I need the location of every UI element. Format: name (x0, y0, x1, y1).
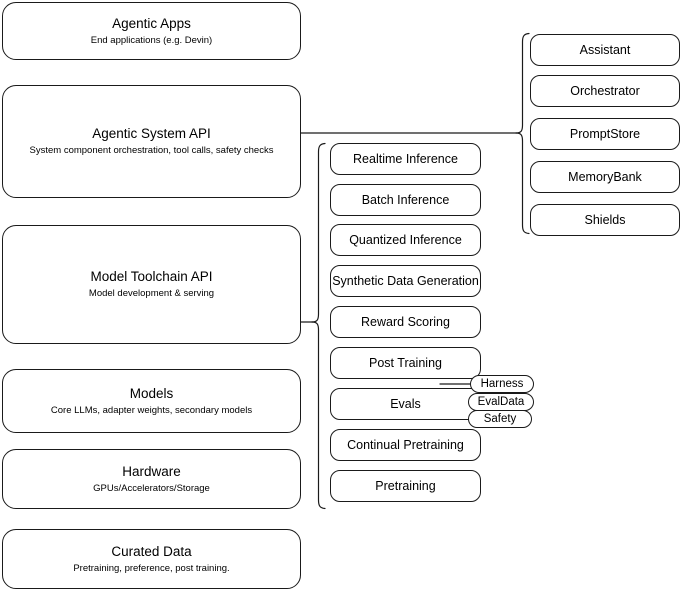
toolchain-item-quantized-inference[interactable]: Quantized Inference (330, 224, 481, 256)
system-item-orchestrator[interactable]: Orchestrator (530, 75, 680, 107)
layer-subtitle: Pretraining, preference, post training. (73, 562, 230, 574)
layer-subtitle: GPUs/Accelerators/Storage (93, 482, 210, 494)
eval-tag-safety[interactable]: Safety (468, 410, 532, 428)
system-item-assistant[interactable]: Assistant (530, 34, 680, 66)
eval-tag-label: Safety (483, 412, 517, 425)
toolchain-item-label: Batch Inference (361, 193, 450, 207)
system-item-shields[interactable]: Shields (530, 204, 680, 236)
layer-box-models[interactable]: Models Core LLMs, adapter weights, secon… (2, 369, 301, 433)
toolchain-item-label: Pretraining (375, 479, 436, 493)
toolchain-item-label: Realtime Inference (353, 152, 458, 166)
eval-tag-label: EvalData (477, 395, 525, 408)
toolchain-item-batch-inference[interactable]: Batch Inference (330, 184, 481, 216)
layer-title: Models (129, 385, 174, 401)
toolchain-item-label: Quantized Inference (349, 233, 462, 247)
layer-box-model-toolchain-api[interactable]: Model Toolchain API Model development & … (2, 225, 301, 344)
toolchain-item-post-training[interactable]: Post Training (330, 347, 481, 379)
layer-title: Hardware (122, 463, 181, 479)
layer-subtitle: End applications (e.g. Devin) (90, 34, 213, 46)
toolchain-item-label: Synthetic Data Generation (332, 274, 479, 288)
layer-subtitle: System component orchestration, tool cal… (29, 145, 274, 156)
toolchain-item-continual-pretraining[interactable]: Continual Pretraining (330, 429, 481, 461)
toolchain-item-label: Continual Pretraining (347, 438, 464, 452)
system-item-memorybank[interactable]: MemoryBank (530, 161, 680, 193)
layer-title: Curated Data (111, 543, 192, 559)
toolchain-item-label: Reward Scoring (361, 315, 450, 329)
system-item-label: Shields (584, 213, 626, 227)
eval-tag-harness[interactable]: Harness (470, 375, 534, 393)
layer-subtitle: Model development & serving (88, 288, 215, 299)
toolchain-item-realtime-inference[interactable]: Realtime Inference (330, 143, 481, 175)
toolchain-item-label: Evals (390, 397, 421, 411)
toolchain-item-pretraining[interactable]: Pretraining (330, 470, 481, 502)
toolchain-item-synthetic-data-generation[interactable]: Synthetic Data Generation (330, 265, 481, 297)
system-item-label: PromptStore (569, 127, 641, 141)
toolchain-item-reward-scoring[interactable]: Reward Scoring (330, 306, 481, 338)
layer-box-agentic-apps[interactable]: Agentic Apps End applications (e.g. Devi… (2, 2, 301, 60)
eval-tag-label: Harness (480, 377, 524, 390)
system-item-label: Orchestrator (570, 84, 640, 98)
layer-title: Agentic System API (92, 126, 211, 141)
system-item-label: MemoryBank (568, 170, 642, 184)
system-item-promptstore[interactable]: PromptStore (530, 118, 680, 150)
connector-model-toolchain-api-to-components (300, 130, 330, 530)
layer-title: Agentic Apps (112, 15, 191, 31)
layer-subtitle: Core LLMs, adapter weights, secondary mo… (50, 404, 253, 416)
toolchain-item-label: Post Training (369, 356, 442, 370)
layer-title: Model Toolchain API (90, 269, 213, 284)
layer-box-hardware[interactable]: Hardware GPUs/Accelerators/Storage (2, 449, 301, 509)
layer-box-curated-data[interactable]: Curated Data Pretraining, preference, po… (2, 529, 301, 589)
layer-box-agentic-system-api[interactable]: Agentic System API System component orch… (2, 85, 301, 198)
system-item-label: Assistant (579, 43, 631, 57)
eval-tag-evaldata[interactable]: EvalData (468, 393, 534, 411)
toolchain-item-evals[interactable]: Evals (330, 388, 481, 420)
